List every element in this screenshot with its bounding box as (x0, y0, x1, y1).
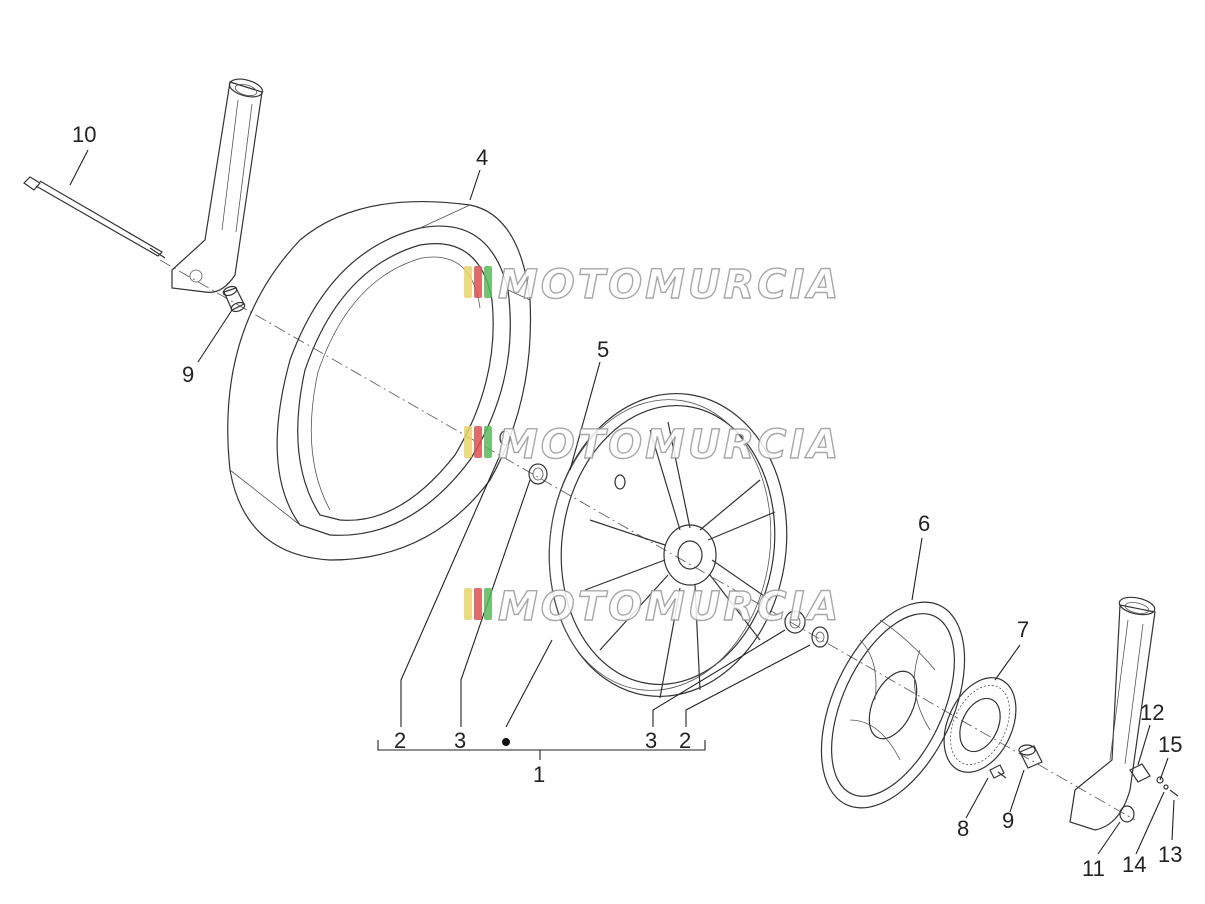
part-3-2-right-seals (784, 610, 829, 648)
callout-11: 11 (1082, 856, 1105, 881)
callout-2-right: 2 (679, 728, 691, 753)
callout-9-left: 9 (182, 362, 194, 387)
callout-5: 5 (597, 337, 609, 362)
callout-1: 1 (533, 762, 545, 787)
parts-11-15-sensor-hardware (1119, 763, 1179, 823)
callout-8: 8 (957, 816, 969, 841)
part-8-bolt (989, 764, 1007, 779)
wheel-axis-line (159, 259, 1136, 821)
part-10-axle (23, 176, 166, 259)
callout-14: 14 (1122, 852, 1146, 877)
part-4-tyre (227, 200, 532, 561)
part-7-tone-ring (943, 677, 1017, 773)
watermark-text: MOTOMURCIA (498, 584, 841, 630)
part-1-wheel-rim (548, 392, 788, 699)
watermark-middle: MOTOMURCIA (464, 421, 841, 469)
callout-2-left: 2 (394, 728, 406, 753)
part-9-spacer-right (1018, 744, 1043, 769)
callout-3-left: 3 (454, 728, 466, 753)
callout-7: 7 (1017, 617, 1029, 642)
callout-12: 12 (1140, 700, 1164, 725)
watermark-bottom: MOTOMURCIA (464, 583, 841, 631)
watermark-text: MOTOMURCIA (498, 262, 841, 308)
callout-10: 10 (72, 122, 96, 147)
callout-3-right: 3 (645, 728, 657, 753)
watermark-top: MOTOMURCIA (464, 261, 841, 309)
leader-lines (69, 149, 1175, 855)
callout-15: 15 (1158, 732, 1182, 757)
part-9-spacer-left (222, 285, 246, 313)
part-6-brake-disc (820, 601, 966, 809)
right-fork-leg (1069, 596, 1156, 831)
watermark-text: MOTOMURCIA (498, 422, 841, 468)
callout-4: 4 (476, 145, 488, 170)
callout-6: 6 (918, 511, 930, 536)
wheel-assembly-dot (502, 738, 510, 746)
callout-13: 13 (1158, 842, 1182, 867)
part-2-3-left-seals (499, 430, 548, 485)
left-fork-leg (171, 78, 264, 293)
callout-9-right: 9 (1002, 808, 1014, 833)
